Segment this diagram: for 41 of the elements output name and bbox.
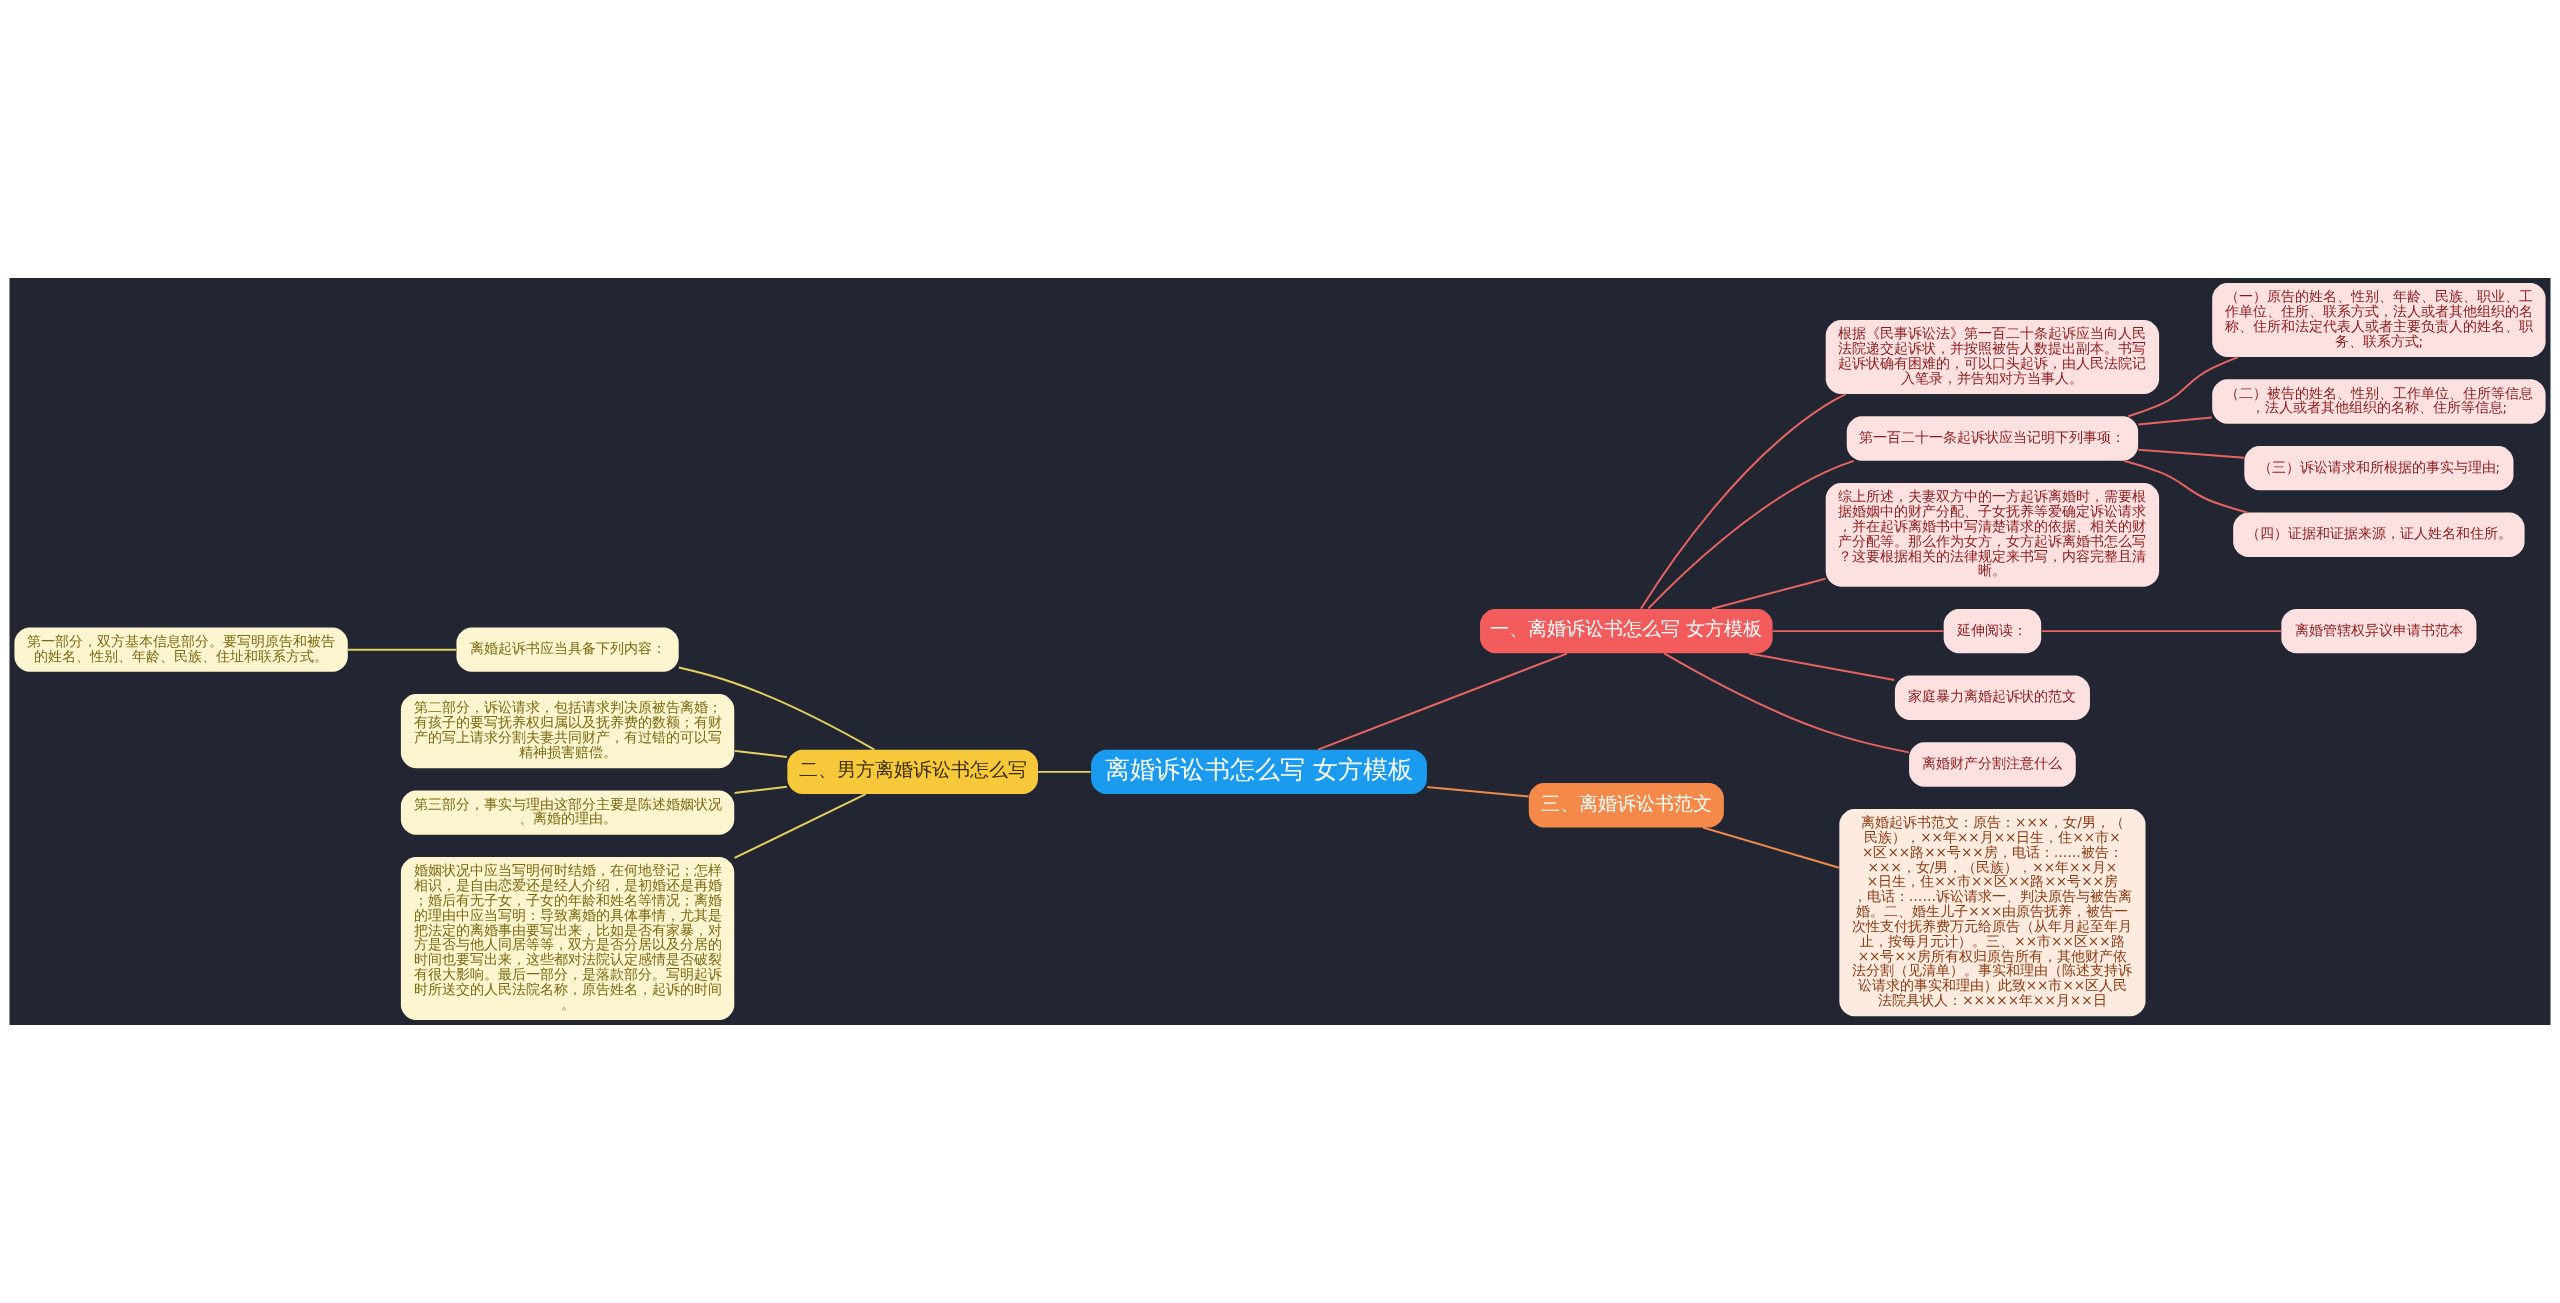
node-box: 综上所述，夫妻双方中的一方起诉离婚时，需要根据婚姻中的财产分配、子女抚养等爱确定诉讼请求，并在起诉离婚书中写清楚请求的依据、相关的财产分配等。那么作为女方，女方起诉离婚书怎么写？这要根据相关的法律规定来书写，内容完整且清晰。 bbox=[1825, 482, 2160, 587]
connector bbox=[733, 785, 788, 794]
connector bbox=[1748, 652, 1896, 682]
node-box: 离婚起诉书范文：原告：×××，女/男，（民族），××年××月××日生，住××市××区××路××号××房，电话：……被告：×××，女/男，（民族），××年××月××日生，住××市××区××路××号××房，电话：……诉讼请求一、判决原告与被告离婚。二、婚生儿子×××由原告抚养，被告一次性支付抚养费万元给原告（从年月起至年月止，按每月元计）。三、××市××区××路××号××房所有权归原告所有，其他财产依法分割（见清单）。事实和理由（陈述支持诉讼请求的事实和理由）此致××市××区人民法院具状人：×××××年××月××日 bbox=[1839, 808, 2146, 1017]
node-box: 第三部分，事实与理由这部分主要是陈述婚姻状况、离婚的理由。 bbox=[400, 790, 735, 835]
connector bbox=[1639, 393, 1847, 610]
node-box: 第一百二十一条起诉状应当记明下列事项： bbox=[1846, 416, 2139, 461]
connector bbox=[1317, 652, 1568, 751]
connector bbox=[2137, 448, 2246, 459]
node-box: （一）原告的姓名、性别、年龄、民族、职业、工作单位、住所、联系方式，法人或者其他组织的名称、住所和法定代表人或者主要负责人的姓名、职务、联系方式; bbox=[2212, 282, 2546, 357]
node-box: 婚姻状况中应当写明何时结婚，在何地登记；怎样相识，是自由恋爱还是经人介绍，是初婚还是再婚；婚后有无子女，子女的年龄和姓名等情况；离婚的理由中应当写明：导致离婚的具体事情，尤其是把法定的离婚事由要写出来，比如是否有家暴，对方是否与他人同居等等，双方是否分居以及分居的时间也要写出来，这些都对法院认定感情是否破裂有很大影响。最后一部分，是落款部分。写明起诉时所送交的人民法院名称，原告姓名，起诉的时间。 bbox=[400, 857, 735, 1021]
node-box: （四）证据和证据来源，证人姓名和住所。 bbox=[2233, 512, 2525, 558]
node-box: （二）被告的姓名、性别、工作单位、住所等信息，法人或者其他组织的名称、住所等信息; bbox=[2212, 379, 2546, 424]
node-box: 家庭暴力离婚起诉状的范文 bbox=[1894, 675, 2090, 721]
connector bbox=[1710, 577, 1827, 610]
connector bbox=[2127, 356, 2239, 418]
connector bbox=[677, 666, 876, 751]
node-box: 第二部分，诉讼请求，包括请求判决原被告离婚；有孩子的要写抚养权归属以及抚养费的数额；有财产的写上请求分割夫妻共同财产，有过错的可以写精神损害赔偿。 bbox=[400, 694, 735, 769]
node-box: （三）诉讼请求和所根据的事实与理由; bbox=[2244, 445, 2514, 491]
node-box: 离婚起诉书应当具备下列内容： bbox=[456, 627, 679, 672]
node-box: 离婚诉讼书怎么写 女方模板 bbox=[1091, 749, 1427, 795]
connector bbox=[2040, 630, 2283, 633]
connector bbox=[1426, 786, 1530, 798]
connector bbox=[1037, 770, 1092, 773]
node-box: 三、离婚诉讼书范文 bbox=[1528, 783, 1724, 828]
node-box: 一、离婚诉讼书怎么写 女方模板 bbox=[1480, 608, 1773, 654]
connector bbox=[1663, 652, 1910, 754]
node-box: 离婚管辖权异议申请书范本 bbox=[2281, 608, 2477, 654]
node-box: 延伸阅读： bbox=[1943, 608, 2042, 654]
node-box: 离婚财产分割注意什么 bbox=[1909, 742, 2076, 787]
connector bbox=[733, 793, 867, 859]
node-box: 第一部分，双方基本信息部分。要写明原告和被告的姓名、性别、年龄、民族、住址和联系方式。 bbox=[14, 627, 348, 672]
connector bbox=[2137, 416, 2213, 426]
connector bbox=[1647, 459, 1855, 610]
connector bbox=[2122, 459, 2249, 514]
connector bbox=[1701, 826, 1841, 869]
connector bbox=[1771, 630, 1945, 633]
connector bbox=[733, 749, 788, 759]
node-box: 二、男方离婚诉讼书怎么写 bbox=[787, 749, 1038, 795]
node-box: 根据《民事诉讼法》第一百二十条起诉应当向人民法院递交起诉状，并按照被告人数提出副本。书写起诉状确有困难的，可以口头起诉，由人民法院记入笔录，并告知对方当事人。 bbox=[1825, 320, 2160, 395]
connector bbox=[347, 648, 458, 651]
